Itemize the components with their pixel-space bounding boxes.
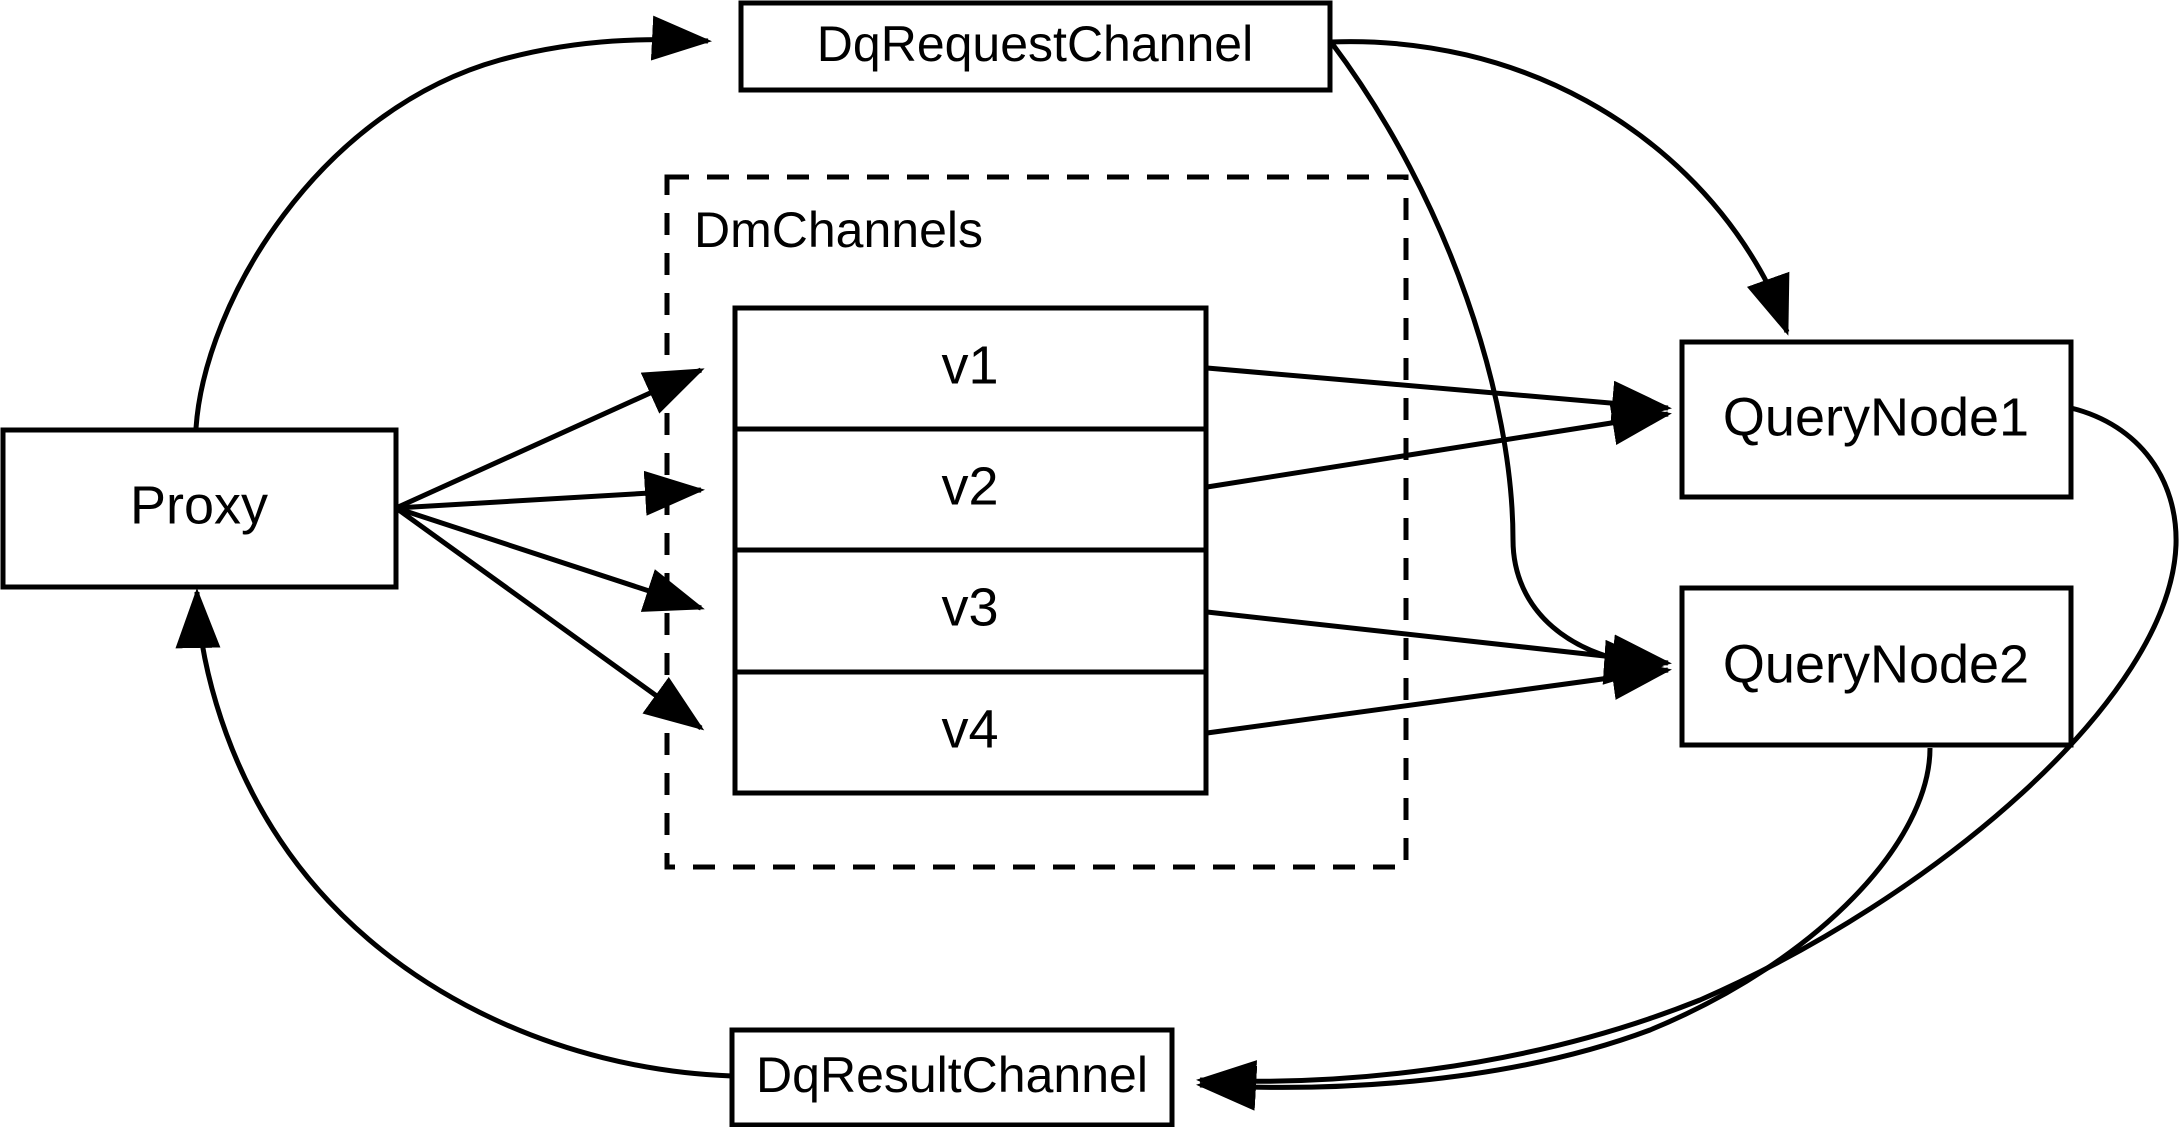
node-proxy[interactable]: Proxy bbox=[0, 427, 399, 590]
edge-v1-to-querynode1 bbox=[1206, 365, 1672, 426]
dqrequestchannel-box[interactable] bbox=[738, 0, 1333, 93]
channel-row-v3[interactable]: v3 bbox=[941, 577, 998, 637]
channel-row-v4[interactable]: v4 bbox=[941, 699, 998, 759]
channel-row-v1[interactable]: v1 bbox=[941, 335, 998, 395]
querynode2-box[interactable] bbox=[1679, 585, 2074, 748]
node-dqresultchannel[interactable]: DqResultChannel bbox=[729, 1027, 1175, 1127]
channel-row-v2[interactable]: v2 bbox=[941, 456, 998, 516]
dm-channel-table: v1 v2 v3 v4 bbox=[732, 305, 1209, 796]
querynode1-label: QueryNode1 bbox=[1723, 387, 2029, 447]
edge-querynode1-to-dqresultchannel bbox=[1196, 405, 2179, 1106]
proxy-box[interactable] bbox=[0, 427, 399, 590]
edge-proxy-to-v3 bbox=[395, 505, 705, 612]
edge-dqrequestchannel-to-querynode2 bbox=[1329, 40, 1664, 685]
edge-proxy-to-v1 bbox=[394, 367, 705, 511]
node-querynode1[interactable]: QueryNode1 bbox=[1679, 339, 2074, 500]
dqresultchannel-box[interactable] bbox=[729, 1027, 1175, 1127]
edge-dqresultchannel-to-proxy bbox=[175, 588, 733, 1079]
dm-channels-label: DmChannels bbox=[694, 202, 983, 258]
querynode1-box[interactable] bbox=[1679, 339, 2074, 500]
node-dqrequestchannel[interactable]: DqRequestChannel bbox=[738, 0, 1333, 93]
node-querynode2[interactable]: QueryNode2 bbox=[1679, 585, 2074, 748]
edge-querynode2-to-dqresultchannel bbox=[1196, 747, 1933, 1111]
dm-channels-border bbox=[664, 174, 1409, 870]
edge-v2-to-querynode1 bbox=[1206, 400, 1672, 490]
dqresultchannel-label: DqResultChannel bbox=[756, 1047, 1148, 1103]
edge-dqrequestchannel-to-querynode1 bbox=[1330, 39, 1790, 336]
edge-v4-to-querynode2 bbox=[1206, 655, 1672, 736]
edge-proxy-to-v4 bbox=[394, 505, 705, 731]
querynode2-label: QueryNode2 bbox=[1723, 634, 2029, 694]
edge-proxy-to-dqrequestchannel bbox=[193, 15, 712, 429]
edge-v3-to-querynode2 bbox=[1206, 609, 1672, 680]
edge-proxy-to-v2 bbox=[395, 470, 705, 516]
proxy-label: Proxy bbox=[130, 475, 268, 535]
dm-channels-group: DmChannels bbox=[664, 174, 1409, 870]
dqrequestchannel-label: DqRequestChannel bbox=[817, 16, 1253, 72]
